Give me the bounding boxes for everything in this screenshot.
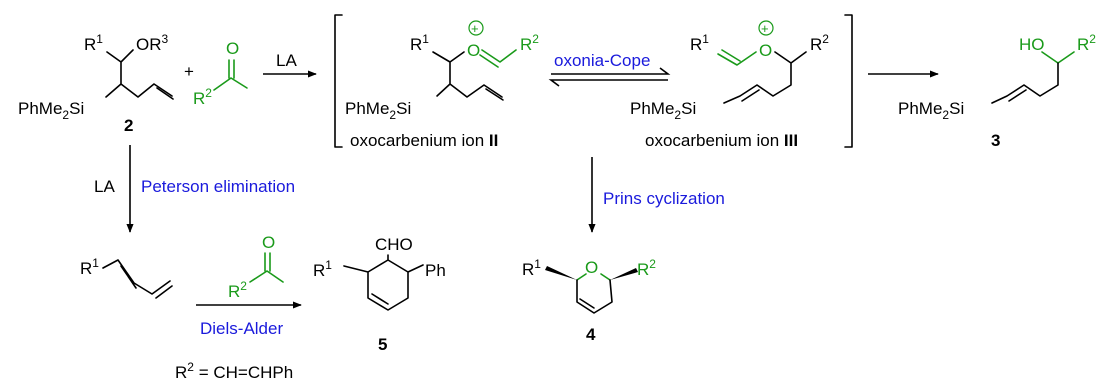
c4-green-bonds bbox=[576, 273, 611, 281]
oxocarbenium-ion-iii: R1 + O R2 PhMe2Si oxocarbenium ion III bbox=[630, 20, 829, 150]
compound-3-number: 3 bbox=[991, 131, 1000, 150]
ion2-r2: R2 bbox=[520, 32, 539, 54]
c4-wedge-right bbox=[610, 268, 638, 280]
c3-ho: HO bbox=[1019, 35, 1045, 54]
diels-alder-label: Diels-Alder bbox=[200, 319, 283, 338]
la-label-left: LA bbox=[94, 177, 115, 196]
r1-label: R1 bbox=[84, 32, 103, 54]
ion2-charge-circle bbox=[468, 20, 484, 36]
equilibrium-forward bbox=[551, 67, 671, 75]
bracket-left bbox=[334, 14, 343, 148]
c4-r1: R1 bbox=[522, 257, 541, 279]
ion3-green-bonds bbox=[717, 49, 757, 66]
silyl-label: PhMe2Si bbox=[18, 99, 84, 122]
c3-green-bonds bbox=[1041, 51, 1075, 64]
dienophile-reagent: O R2 bbox=[228, 233, 284, 301]
ion3-r2: R2 bbox=[810, 32, 829, 54]
ion2-green-bonds bbox=[479, 49, 517, 68]
c4-wedge-left bbox=[545, 266, 577, 280]
c3-bonds bbox=[991, 62, 1059, 104]
dienophile-bonds bbox=[249, 252, 284, 283]
ion3-charge-circle bbox=[758, 20, 774, 36]
equilibrium-reverse bbox=[548, 79, 668, 87]
ion3-oxygen: O bbox=[759, 41, 772, 60]
c5-ring-bonds bbox=[343, 254, 424, 311]
ion2-r1: R1 bbox=[410, 32, 429, 54]
compound-4-number: 4 bbox=[586, 325, 596, 344]
oxonia-cope-label: oxonia-Cope bbox=[554, 51, 650, 70]
c3-silyl: PhMe2Si bbox=[898, 99, 964, 122]
oxocarbenium-ion-ii: R1 + O R2 PhMe2Si oxocarbenium ion II bbox=[345, 20, 539, 150]
compound-4: R1 O R2 4 bbox=[522, 257, 656, 344]
c5-cho: CHO bbox=[375, 235, 413, 254]
compound-2: R1 OR3 PhMe2Si 2 bbox=[18, 32, 174, 135]
diene-bonds bbox=[102, 259, 173, 299]
compound-3: HO R2 PhMe2Si 3 bbox=[898, 32, 1096, 150]
ion2-charge: + bbox=[471, 21, 479, 36]
r2-footnote: R2 = CH=CHPh bbox=[175, 360, 293, 382]
c4-ring-bonds bbox=[576, 279, 613, 314]
la-label-top: LA bbox=[276, 51, 297, 70]
plus-sign: + bbox=[184, 62, 194, 81]
peterson-label: Peterson elimination bbox=[141, 177, 295, 196]
ion3-silyl: PhMe2Si bbox=[630, 99, 696, 122]
ion3-black-bonds bbox=[723, 51, 807, 104]
aldehyde-o: O bbox=[226, 39, 239, 58]
ion2-caption: oxocarbenium ion II bbox=[350, 131, 498, 150]
bracket-right bbox=[844, 14, 853, 148]
compound-2-bonds bbox=[105, 49, 174, 100]
ion2-oxygen: O bbox=[467, 41, 480, 60]
aldehyde-bonds bbox=[213, 59, 248, 91]
dienophile-o: O bbox=[262, 233, 275, 252]
prins-label: Prins cyclization bbox=[603, 189, 725, 208]
ion3-charge: + bbox=[761, 21, 769, 36]
c5-ph: Ph bbox=[425, 261, 446, 280]
ion2-black-bonds bbox=[432, 51, 504, 101]
diene-r1: R1 bbox=[80, 256, 99, 278]
ion3-r1: R1 bbox=[690, 32, 709, 54]
aldehyde-r2: R2 bbox=[193, 86, 212, 108]
compound-5: CHO R1 Ph 5 bbox=[313, 235, 446, 354]
diene: R1 bbox=[80, 256, 173, 299]
dienophile-r2: R2 bbox=[228, 279, 247, 301]
compound-2-number: 2 bbox=[124, 116, 133, 135]
c4-r2: R2 bbox=[637, 257, 656, 279]
compound-5-number: 5 bbox=[378, 335, 387, 354]
ion2-silyl: PhMe2Si bbox=[345, 99, 411, 122]
aldehyde-reagent: O R2 bbox=[193, 39, 248, 108]
ion3-caption: oxocarbenium ion III bbox=[645, 131, 798, 150]
c5-r1: R1 bbox=[313, 258, 332, 280]
or3-label: OR3 bbox=[136, 32, 169, 54]
c3-r2: R2 bbox=[1077, 32, 1096, 54]
c4-oxygen: O bbox=[585, 258, 598, 277]
